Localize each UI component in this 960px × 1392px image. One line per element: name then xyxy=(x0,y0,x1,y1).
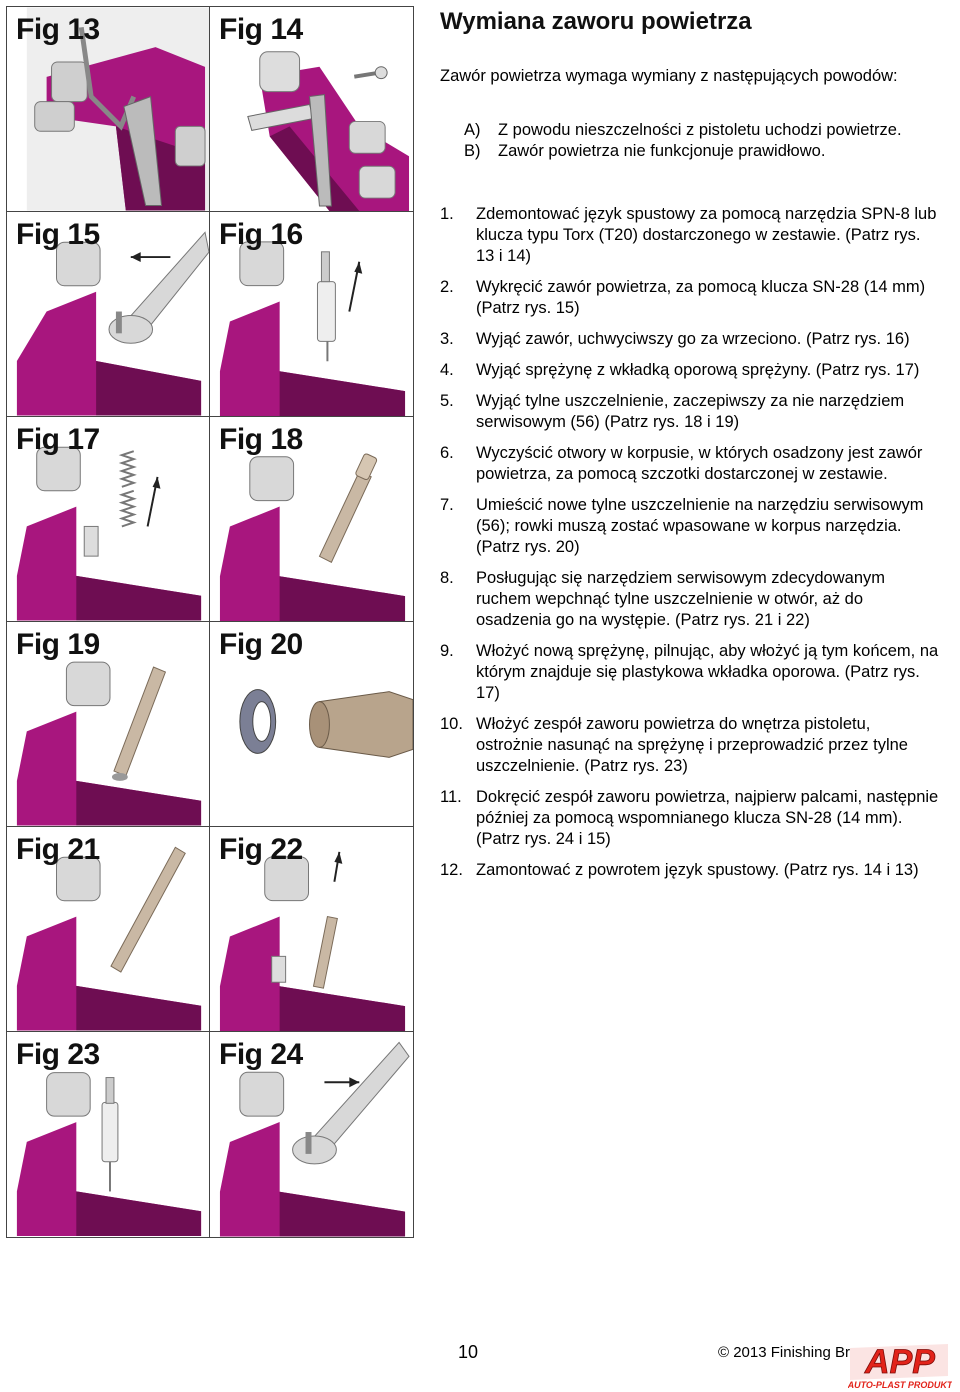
step-number: 7. xyxy=(440,496,454,514)
wrench-tighten-icon xyxy=(219,1041,410,1237)
figure-label: Fig 14 xyxy=(219,13,303,46)
step-item: 11. Dokręcić zespół zaworu powietrza, naj… xyxy=(440,787,940,850)
figure-17: Fig 17 xyxy=(7,417,210,622)
valve-pull-out-icon xyxy=(219,241,406,416)
spring-insert-icon xyxy=(219,851,406,1031)
figure-22: Fig 22 xyxy=(210,827,413,1032)
list-marker: A) xyxy=(464,121,481,139)
step-text: Umieścić nowe tylne uszczelnienie na nar… xyxy=(476,496,924,556)
app-logo: APP AUTO-PLAST PRODUKT xyxy=(848,1343,952,1390)
step-number: 8. xyxy=(440,569,454,587)
list-item: A) Z powodu nieszczelności z pistoletu u… xyxy=(464,120,904,141)
step-number: 1. xyxy=(440,205,454,223)
step-item: 3. Wyjąć zawór, uchwyciwszy go za wrzecio… xyxy=(440,329,940,350)
step-item: 7. Umieścić nowe tylne uszczelnienie na n… xyxy=(440,495,940,558)
step-number: 11. xyxy=(440,788,462,806)
figure-label: Fig 19 xyxy=(16,628,100,661)
gun-trigger-removal-icon xyxy=(26,7,209,211)
wrench-unscrew-icon xyxy=(16,231,209,416)
step-text: Dokręcić zespół zaworu powietrza, najpie… xyxy=(476,788,939,848)
figure-label: Fig 17 xyxy=(16,423,100,456)
figure-label: Fig 20 xyxy=(219,628,303,661)
figure-24: Fig 24 xyxy=(210,1032,413,1237)
figure-grid: Fig 13 Fig 14 Fig 15 xyxy=(6,6,414,1238)
step-text: Wyjąć zawór, uchwyciwszy go za wrzeciono… xyxy=(476,330,910,348)
page-number: 10 xyxy=(458,1342,479,1362)
figure-label: Fig 18 xyxy=(219,423,303,456)
figure-label: Fig 23 xyxy=(16,1038,100,1071)
steps-list: 1. Zdemontować język spustowy za pomocą n… xyxy=(440,204,940,891)
valve-assembly-insert-icon xyxy=(16,1072,202,1236)
step-item: 12. Zamontować z powrotem język spustowy.… xyxy=(440,860,940,881)
figure-13: Fig 13 xyxy=(7,7,210,212)
step-number: 4. xyxy=(440,361,454,379)
step-number: 6. xyxy=(440,444,454,462)
step-number: 12. xyxy=(440,861,463,879)
spring-removal-icon xyxy=(16,446,202,621)
logo-main-text: APP xyxy=(864,1343,935,1381)
figure-21: Fig 21 xyxy=(7,827,210,1032)
tool-press-seal-icon xyxy=(16,846,202,1031)
step-text: Zamontować z powrotem język spustowy. (P… xyxy=(476,861,919,879)
step-text: Wykręcić zawór powietrza, za pomocą kluc… xyxy=(476,278,926,317)
step-item: 6. Wyczyścić otwory w korpusie, w których… xyxy=(440,443,940,485)
step-item: 2. Wykręcić zawór powietrza, za pomocą kl… xyxy=(440,277,940,319)
trigger-pin-exploded-icon xyxy=(247,51,410,211)
step-text: Włożyć nową sprężynę, pilnując, aby włoż… xyxy=(476,642,939,702)
step-text: Wyjąć sprężynę z wkładką oporową sprężyn… xyxy=(476,361,920,379)
figure-15: Fig 15 xyxy=(7,212,210,417)
step-item: 4. Wyjąć sprężynę z wkładką oporową spręż… xyxy=(440,360,940,381)
step-number: 5. xyxy=(440,392,454,410)
list-marker: B) xyxy=(464,142,481,160)
step-text: Posługując się narzędziem serwisowym zde… xyxy=(476,569,885,629)
page-title: Wymiana zaworu powietrza xyxy=(440,8,752,35)
step-number: 10. xyxy=(440,715,463,733)
figure-label: Fig 22 xyxy=(219,833,303,866)
figure-16: Fig 16 xyxy=(210,212,413,417)
step-item: 8. Posługując się narzędziem serwisowym z… xyxy=(440,568,940,631)
step-number: 3. xyxy=(440,330,454,348)
figure-23: Fig 23 xyxy=(7,1032,210,1237)
reasons-list: A) Z powodu nieszczelności z pistoletu u… xyxy=(464,120,904,162)
intro-paragraph: Zawór powietrza wymaga wymiany z następu… xyxy=(440,67,898,85)
step-text: Wyczyścić otwory w korpusie, w których o… xyxy=(476,444,923,483)
step-item: 9. Włożyć nową sprężynę, pilnując, aby wł… xyxy=(440,641,940,704)
list-item: B) Zawór powietrza nie funkcjonuje prawi… xyxy=(464,141,904,162)
figure-20: Fig 20 xyxy=(210,622,413,827)
seal-and-tool-icon xyxy=(239,689,413,758)
step-number: 2. xyxy=(440,278,454,296)
step-text: Wyjąć tylne uszczelnienie, zaczepiwszy z… xyxy=(476,392,905,431)
figure-19: Fig 19 xyxy=(7,622,210,827)
step-number: 9. xyxy=(440,642,454,660)
figure-18: Fig 18 xyxy=(210,417,413,622)
list-text: Zawór powietrza nie funkcjonuje prawidło… xyxy=(498,142,826,160)
figure-label: Fig 13 xyxy=(16,13,100,46)
figure-label: Fig 24 xyxy=(219,1038,303,1071)
service-tool-angled-icon xyxy=(16,661,202,826)
figure-label: Fig 16 xyxy=(219,218,303,251)
logo-sub-text: AUTO-PLAST PRODUKT xyxy=(848,1380,952,1390)
step-item: 5. Wyjąć tylne uszczelnienie, zaczepiwszy… xyxy=(440,391,940,433)
figure-14: Fig 14 xyxy=(210,7,413,212)
copyright-text: © 2013 Finishing Br xyxy=(718,1344,850,1361)
step-item: 10. Włożyć zespół zaworu powietrza do wnę… xyxy=(440,714,940,777)
step-text: Zdemontować język spustowy za pomocą nar… xyxy=(476,205,937,265)
figure-label: Fig 15 xyxy=(16,218,100,251)
service-tool-insert-icon xyxy=(219,453,406,621)
figure-label: Fig 21 xyxy=(16,833,100,866)
step-text: Włożyć zespół zaworu powietrza do wnętrz… xyxy=(476,715,908,775)
step-item: 1. Zdemontować język spustowy za pomocą n… xyxy=(440,204,940,267)
list-text: Z powodu nieszczelności z pistoletu ucho… xyxy=(498,121,902,139)
